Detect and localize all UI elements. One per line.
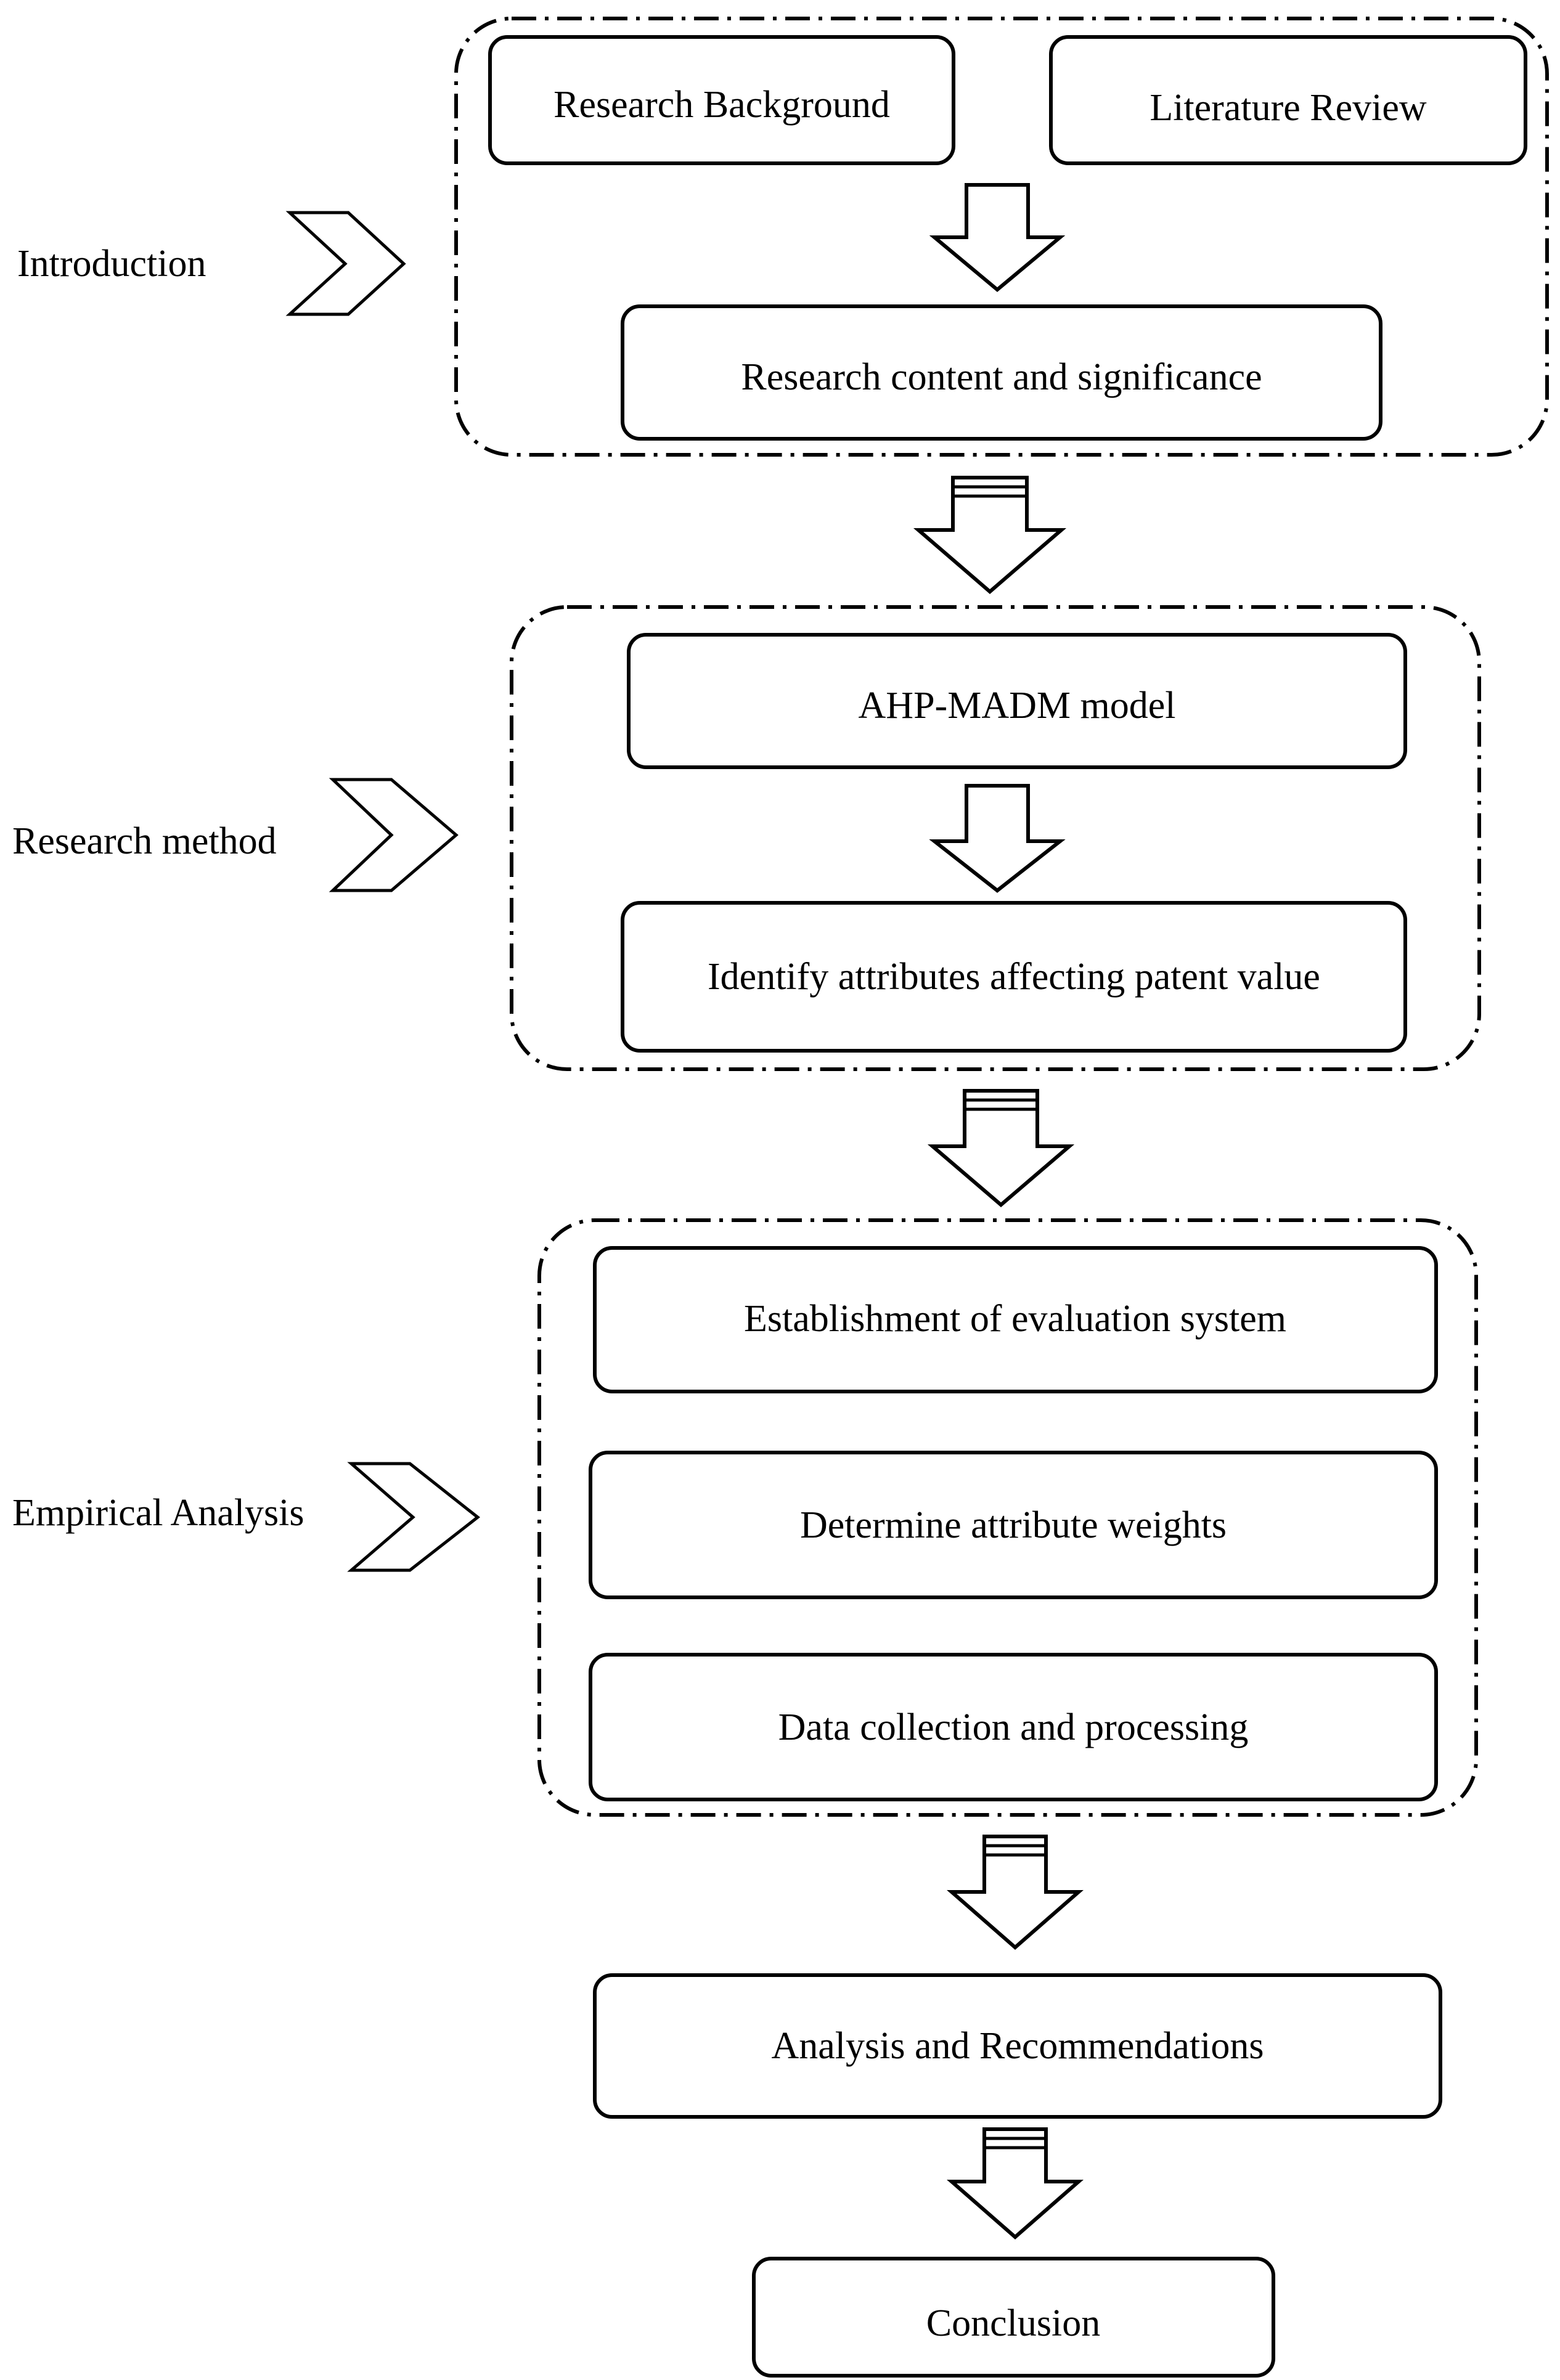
conclusion-label: Conclusion	[926, 2302, 1100, 2344]
down-arrow-icon	[947, 1835, 1084, 1950]
determine-weights-label: Determine attribute weights	[800, 1504, 1227, 1546]
introduction-chevron-icon	[285, 211, 406, 316]
section-label-introduction: Introduction	[17, 243, 206, 285]
empirical-analysis-group	[537, 1218, 1478, 1817]
section-label-empirical-analysis: Empirical Analysis	[12, 1492, 304, 1534]
down-arrow-icon	[947, 2127, 1084, 2239]
down-arrow-icon	[929, 784, 1066, 893]
ahp-madm-model-box	[627, 633, 1407, 769]
analysis-recommendations-label: Analysis and Recommendations	[772, 2025, 1264, 2067]
determine-weights-box	[589, 1451, 1438, 1599]
ahp-madm-model-label: AHP-MADM model	[859, 685, 1176, 727]
down-arrow-icon	[927, 1089, 1075, 1207]
down-arrow-icon	[913, 476, 1067, 594]
conclusion-box	[752, 2257, 1275, 2378]
literature-review-box	[1049, 35, 1527, 165]
analysis-recommendations-box	[593, 1973, 1442, 2119]
identify-attributes-label: Identify attributes affecting patent val…	[708, 956, 1320, 998]
research-method-chevron-icon	[329, 778, 459, 892]
research-background-box	[488, 35, 955, 165]
establishment-evaluation-box	[593, 1246, 1438, 1393]
research-method-group	[510, 605, 1481, 1071]
section-label-research-method: Research method	[12, 820, 277, 862]
introduction-group	[454, 17, 1549, 457]
data-collection-box	[589, 1653, 1438, 1801]
establishment-evaluation-label: Establishment of evaluation system	[744, 1298, 1286, 1340]
research-content-box	[621, 304, 1382, 441]
empirical-analysis-chevron-icon	[347, 1462, 481, 1572]
data-collection-label: Data collection and processing	[778, 1706, 1249, 1748]
research-background-label: Research Background	[553, 84, 890, 126]
down-arrow-icon	[929, 183, 1066, 292]
research-content-label: Research content and significance	[741, 356, 1262, 398]
literature-review-label: Literature Review	[1150, 87, 1427, 129]
identify-attributes-box	[621, 901, 1407, 1053]
